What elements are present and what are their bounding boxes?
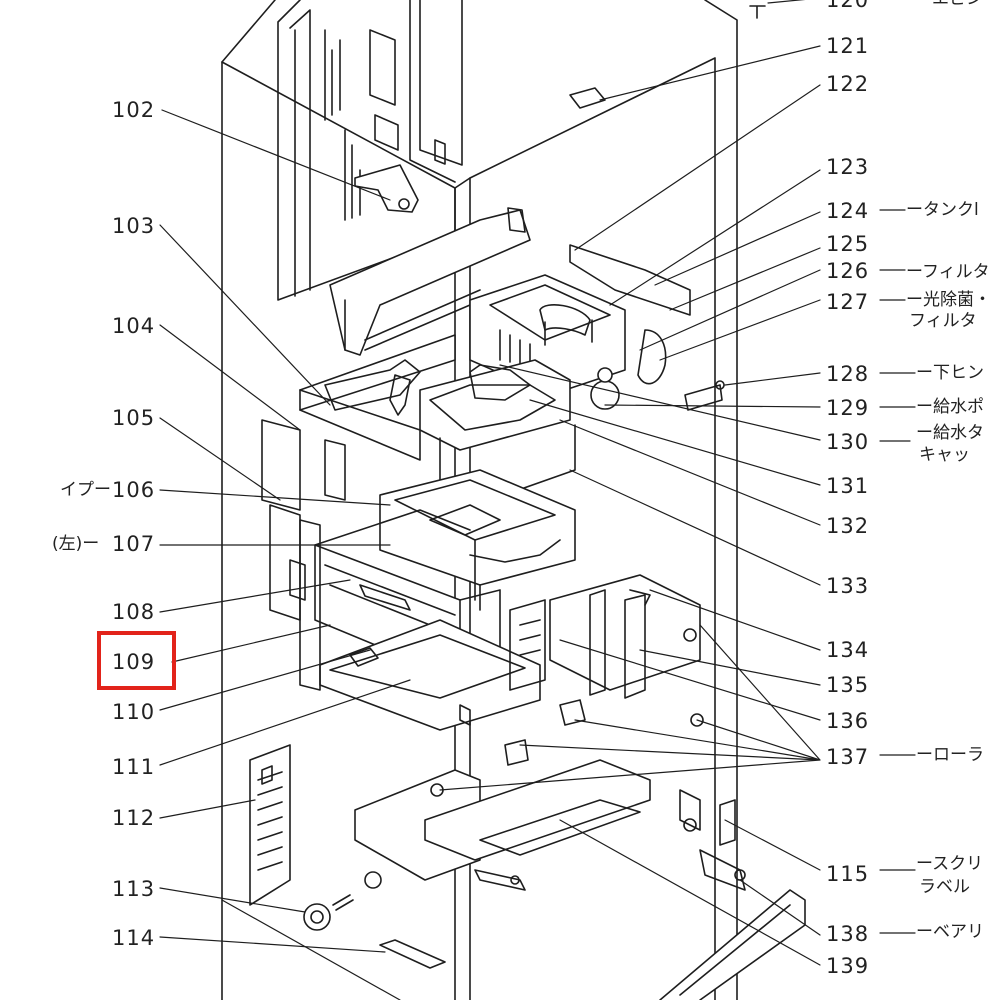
part-number-106: 106	[112, 478, 156, 502]
part-description-126: ーフィルタ	[906, 262, 990, 282]
part-number-135: 135	[826, 673, 870, 697]
ice-drawer-assembly	[379, 469, 576, 611]
leader-lines-right	[439, 0, 916, 966]
part-number-134: 134	[826, 638, 870, 662]
part-description-138: ーベアリ	[916, 922, 984, 942]
part-number-136: 136	[826, 709, 870, 733]
part-description-line2-130: キャッ	[919, 445, 970, 465]
part-number-108: 108	[112, 600, 156, 624]
part-number-113: 113	[112, 877, 156, 901]
loose-parts	[303, 5, 766, 969]
part-number-131: 131	[826, 474, 870, 498]
part-number-132: 132	[826, 514, 870, 538]
part-number-115: 115	[826, 862, 870, 886]
part-description-line2-127: フィルタ	[909, 311, 977, 331]
part-number-124: 124	[826, 199, 870, 223]
vegetable-case	[509, 574, 704, 727]
part-description-115: ースクリ	[916, 854, 984, 874]
part-number-111: 111	[112, 755, 156, 779]
part-number-110: 110	[112, 700, 156, 724]
part-description-106: イプー	[60, 480, 111, 500]
bottom-crisper	[354, 699, 746, 891]
part-number-120: 120	[826, 0, 870, 12]
part-description-124: ータンクl	[906, 200, 979, 220]
part-number-139: 139	[826, 954, 870, 978]
part-description-107: (左)ー	[52, 534, 100, 554]
part-number-123: 123	[826, 155, 870, 179]
shelf-frame	[299, 334, 456, 461]
leader-lines-left	[159, 109, 411, 1000]
lower-drawer	[314, 509, 541, 731]
part-number-107: 107	[112, 532, 156, 556]
part-number-126: 126	[826, 259, 870, 283]
door-panel	[277, 0, 463, 301]
chiller-tray	[419, 359, 576, 501]
part-number-128: 128	[826, 362, 870, 386]
part-number-125: 125	[826, 232, 870, 256]
part-number-103: 103	[112, 214, 156, 238]
part-number-112: 112	[112, 806, 156, 830]
part-description-line2-115: ラベル	[919, 877, 970, 897]
part-description-128: ー下ヒン	[916, 363, 984, 383]
part-description-129: ー給水ポ	[916, 397, 984, 417]
part-number-102: 102	[112, 98, 156, 122]
part-number-109: 109	[112, 650, 156, 674]
part-number-130: 130	[826, 430, 870, 454]
part-number-122: 122	[826, 72, 870, 96]
part-number-114: 114	[112, 926, 156, 950]
part-number-104: 104	[112, 314, 156, 338]
part-description-127: ー光除菌・	[906, 290, 991, 310]
door-shelf	[329, 207, 531, 356]
part-description-120: ーエビン	[915, 0, 983, 10]
part-number-138: 138	[826, 922, 870, 946]
part-number-127: 127	[826, 290, 870, 314]
part-number-133: 133	[826, 574, 870, 598]
highlight-box-109	[97, 631, 176, 690]
part-number-137: 137	[826, 745, 870, 769]
part-number-129: 129	[826, 396, 870, 420]
part-description-130: ー給水タ	[916, 423, 984, 443]
part-number-121: 121	[826, 34, 870, 58]
water-tank-assembly	[469, 244, 725, 411]
part-description-137: ーローラ	[916, 745, 984, 765]
part-number-105: 105	[112, 406, 156, 430]
left-panels	[249, 419, 346, 906]
bottom-drawer-front	[659, 889, 806, 1000]
